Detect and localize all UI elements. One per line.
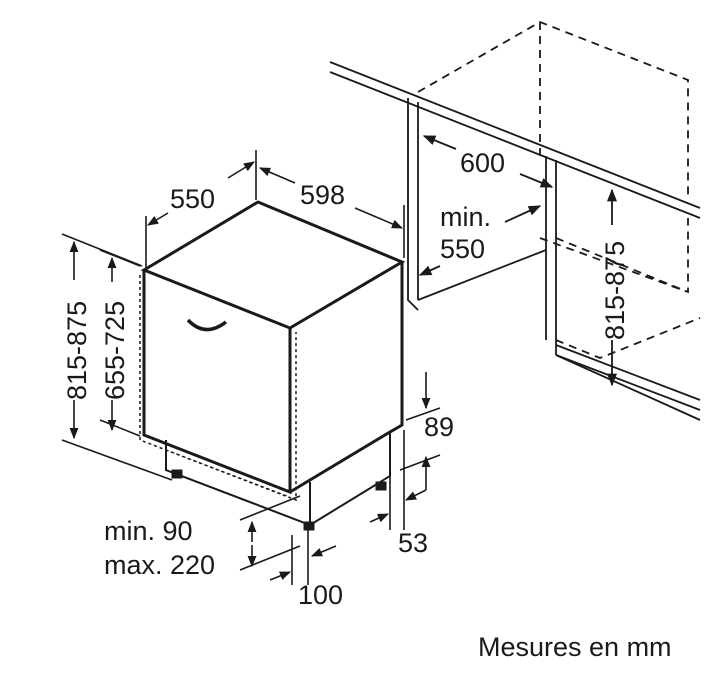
label-foot-setback: 100 <box>298 580 343 610</box>
width-dim-left <box>258 167 296 184</box>
appliance-plinth <box>165 432 391 527</box>
appliance-side <box>289 262 404 494</box>
foot-ext-top <box>239 495 301 521</box>
niche-hidden-floor <box>555 317 701 359</box>
niche-depth-line-right <box>504 205 542 223</box>
door-ext-top <box>99 249 141 267</box>
plinth-dashed <box>165 449 291 498</box>
cabinet-niche <box>329 21 701 421</box>
units-note: Mesures en mm <box>478 632 672 662</box>
plinth89-ext-bottom <box>399 454 441 471</box>
appliance-top <box>140 200 406 330</box>
dimension-lines <box>61 150 441 585</box>
label-appliance-width: 598 <box>300 180 345 210</box>
foot-front-left <box>171 469 183 479</box>
label-plinth-depth: 53 <box>398 528 428 558</box>
door-ext-bottom <box>99 419 141 437</box>
width-dim-right <box>354 207 404 229</box>
label-appliance-depth: 550 <box>170 184 215 214</box>
setback-dim-left <box>269 571 292 581</box>
plinth53-dim-right <box>404 489 427 501</box>
label-niche-height: 815-875 <box>600 241 630 340</box>
dimension-labels: 550 598 815-875 655-725 600 min. 550 815… <box>62 148 672 662</box>
foot-ext-bottom <box>239 545 301 571</box>
door-handle <box>186 318 228 332</box>
plinth89-ext-top <box>405 407 441 421</box>
countertop-edge <box>329 61 701 219</box>
label-niche-min-depth-2: 550 <box>440 234 485 264</box>
foot-back-right <box>375 481 387 491</box>
label-foot-min: min. 90 <box>104 516 193 546</box>
label-niche-min-depth-1: min. <box>440 202 491 232</box>
niche-floor-right <box>555 354 701 421</box>
depth-dim-right <box>227 161 255 179</box>
label-foot-max: max. 220 <box>104 550 215 580</box>
foot-front-right <box>303 521 315 531</box>
height-ext-bottom <box>61 439 173 481</box>
niche-width-line-left <box>422 135 457 150</box>
depth-dim-left <box>147 212 169 226</box>
niche-depth-line-left <box>418 265 441 276</box>
door-outline <box>139 275 297 502</box>
setback-dim-right <box>310 545 337 557</box>
plinth53-dim-left <box>369 513 390 523</box>
niche-right-panel <box>545 156 701 411</box>
label-niche-width: 600 <box>460 148 505 178</box>
niche-width-line-right <box>519 173 554 188</box>
label-door-height: 655-725 <box>100 301 130 400</box>
label-plinth-height: 89 <box>424 412 454 442</box>
dishwasher-appliance <box>139 200 406 531</box>
niche-left-panel <box>407 98 419 311</box>
label-appliance-height: 815-875 <box>62 301 92 400</box>
appliance-front <box>142 270 292 495</box>
niche-floor <box>417 249 547 301</box>
